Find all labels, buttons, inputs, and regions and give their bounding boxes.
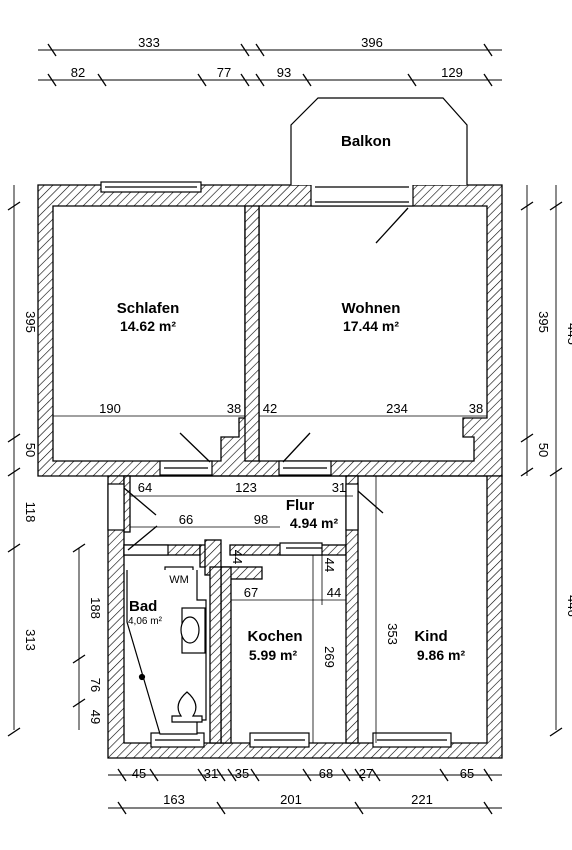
wall-bad-kochen xyxy=(209,566,222,744)
room-name-kochen: Kochen xyxy=(247,628,302,645)
drain xyxy=(138,673,146,681)
dim-bottom-68: 68 xyxy=(319,766,333,781)
dim-flur-64: 64 xyxy=(138,480,152,495)
dim-top-77: 77 xyxy=(217,65,231,80)
window-bad xyxy=(150,732,205,748)
outer-dimension-lines xyxy=(13,49,557,809)
window-wohnen xyxy=(310,181,414,207)
bathroom-fixtures xyxy=(126,566,207,735)
dim-wohnen-38: 38 xyxy=(469,401,483,416)
lower-walls xyxy=(107,475,503,759)
dim-flur-31: 31 xyxy=(332,480,346,495)
door-leaf-left xyxy=(123,487,157,516)
wall-schlafen-wohnen xyxy=(244,205,260,462)
dim-left-188: 188 xyxy=(88,597,103,619)
dim-right-446: 446 xyxy=(565,595,572,617)
door-opening-kochen xyxy=(279,542,323,556)
dim-left-50: 50 xyxy=(23,443,38,457)
dim-left-118: 118 xyxy=(23,502,38,523)
door-opening-kind xyxy=(345,483,359,531)
room-name-wohnen: Wohnen xyxy=(342,300,401,317)
wall-flur-left-stub xyxy=(123,475,131,533)
dim-right-445: 445 xyxy=(565,323,572,345)
door-leaf-wohnen xyxy=(282,432,311,463)
washing-machine-label: WM xyxy=(169,574,189,586)
dim-left-76: 76 xyxy=(88,678,103,692)
room-name-schlafen: Schlafen xyxy=(117,300,180,317)
door-opening-wohnen xyxy=(278,460,332,476)
dim-flur-66: 66 xyxy=(179,512,193,527)
dim-right-50: 50 xyxy=(536,443,551,457)
dim-bottom-201: 201 xyxy=(280,792,302,807)
room-area-schlafen: 14.62 m² xyxy=(120,318,176,334)
dim-wall-44-b: 44 xyxy=(322,558,337,572)
room-area-wohnen: 17.44 m² xyxy=(343,318,399,334)
window-kochen xyxy=(249,732,310,748)
walls xyxy=(37,184,503,759)
dim-bottom-163: 163 xyxy=(163,792,185,807)
dim-top-333: 333 xyxy=(138,35,160,50)
dim-bottom-65: 65 xyxy=(460,766,474,781)
dim-left-49: 49 xyxy=(88,710,103,724)
dim-flur-123: 123 xyxy=(235,480,257,495)
room-area-flur: 4.94 m² xyxy=(290,515,339,531)
dim-bottom-35: 35 xyxy=(235,766,249,781)
dim-schlafen-190: 190 xyxy=(99,401,121,416)
dim-top-82: 82 xyxy=(71,65,85,80)
dim-top-93: 93 xyxy=(277,65,291,80)
window-kind xyxy=(372,732,452,748)
dim-wall-44-a: 44 xyxy=(230,550,245,564)
toilet xyxy=(171,691,203,723)
door-swings xyxy=(123,207,409,551)
dim-kochen-67: 67 xyxy=(244,585,258,600)
sink-basin xyxy=(180,616,200,644)
door-opening-schlafen xyxy=(159,460,213,476)
dim-wohnen-234: 234 xyxy=(386,401,408,416)
dim-flur-98: 98 xyxy=(254,512,268,527)
window-schlafen xyxy=(100,181,202,193)
room-name-balkon: Balkon xyxy=(341,133,391,150)
dim-top-396: 396 xyxy=(361,35,383,50)
door-leaf-wohnen-balcony xyxy=(375,207,409,244)
dim-schlafen-38: 38 xyxy=(227,401,241,416)
dim-bottom-31: 31 xyxy=(204,766,218,781)
dim-bottom-221: 221 xyxy=(411,792,433,807)
door-opening-bad xyxy=(123,544,169,556)
door-opening-left xyxy=(107,483,125,531)
dim-wall-44-c: 44 xyxy=(327,585,341,600)
dim-right-395: 395 xyxy=(536,311,551,333)
dim-top-129: 129 xyxy=(441,65,463,80)
windows xyxy=(100,181,452,748)
room-name-bad: Bad xyxy=(129,598,157,615)
room-area-kind: 9.86 m² xyxy=(417,647,466,663)
dim-left-313: 313 xyxy=(23,629,38,651)
dim-bottom-27: 27 xyxy=(359,766,373,781)
balcony-outline xyxy=(290,97,468,185)
door-leaf-bad xyxy=(127,525,158,551)
dim-left-395: 395 xyxy=(23,311,38,333)
inner-dimension-lines xyxy=(53,415,487,743)
dim-kind-353: 353 xyxy=(385,623,400,645)
dimension-ticks xyxy=(7,43,563,815)
dim-kochen-269: 269 xyxy=(322,646,337,668)
dimension-labels: 333 396 82 77 93 129 190 38 42 234 38 64… xyxy=(23,35,572,807)
wall-kochen-left xyxy=(220,566,232,744)
dim-bottom-45: 45 xyxy=(132,766,146,781)
room-area-bad: 4,06 m² xyxy=(128,616,163,627)
upper-walls xyxy=(37,184,503,477)
room-area-kochen: 5.99 m² xyxy=(249,647,298,663)
door-leaf-schlafen xyxy=(179,432,211,463)
room-name-kind: Kind xyxy=(414,628,447,645)
room-name-flur: Flur xyxy=(286,497,314,514)
dim-wohnen-42: 42 xyxy=(263,401,277,416)
wall-kochen-kind xyxy=(345,475,359,744)
door-leaf-kind xyxy=(357,490,384,514)
